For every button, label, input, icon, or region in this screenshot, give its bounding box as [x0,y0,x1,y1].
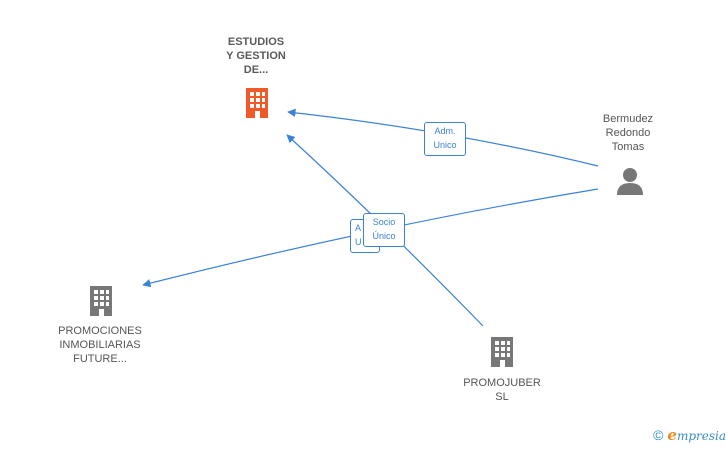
brand-logo: empresia [667,426,726,444]
edge-label-adm-unico[interactable]: Adm. Unico [424,122,466,156]
footer-brand: © empresia [653,426,726,444]
copyright-icon: © [653,427,664,443]
node-label-bermudez[interactable]: Bermudez Redondo Tomas [602,113,654,153]
person-icon[interactable] [614,166,646,196]
node-label-promojuber[interactable]: PROMOJUBER SL [463,377,541,403]
node-label-estudios[interactable]: ESTUDIOS Y GESTION DE... [226,36,286,76]
building-icon[interactable] [86,284,118,318]
edge-label-socio-unico[interactable]: Socio Único [363,213,405,247]
building-icon[interactable] [487,335,519,369]
node-label-promociones[interactable]: PROMOCIONES INMOBILIARIAS FUTURE... [58,325,142,365]
building-icon[interactable] [242,86,274,120]
